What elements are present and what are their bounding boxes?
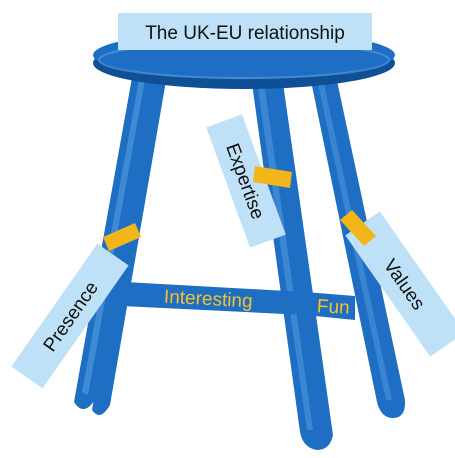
values-tape xyxy=(340,210,376,246)
expertise-tag-card xyxy=(206,114,286,248)
values-tag-card xyxy=(345,211,455,357)
stool-leg-middle xyxy=(251,76,333,450)
expertise-tape xyxy=(253,166,292,188)
title-box xyxy=(118,13,372,50)
presence-tape xyxy=(103,223,141,251)
interesting-label: Interesting xyxy=(163,287,253,313)
presence-tag-card xyxy=(11,243,129,389)
stool-crossbar xyxy=(123,282,355,320)
fun-label: Fun xyxy=(316,296,350,319)
stool-leg-back-left xyxy=(92,75,167,415)
title-text: The UK-EU relationship xyxy=(145,23,345,44)
